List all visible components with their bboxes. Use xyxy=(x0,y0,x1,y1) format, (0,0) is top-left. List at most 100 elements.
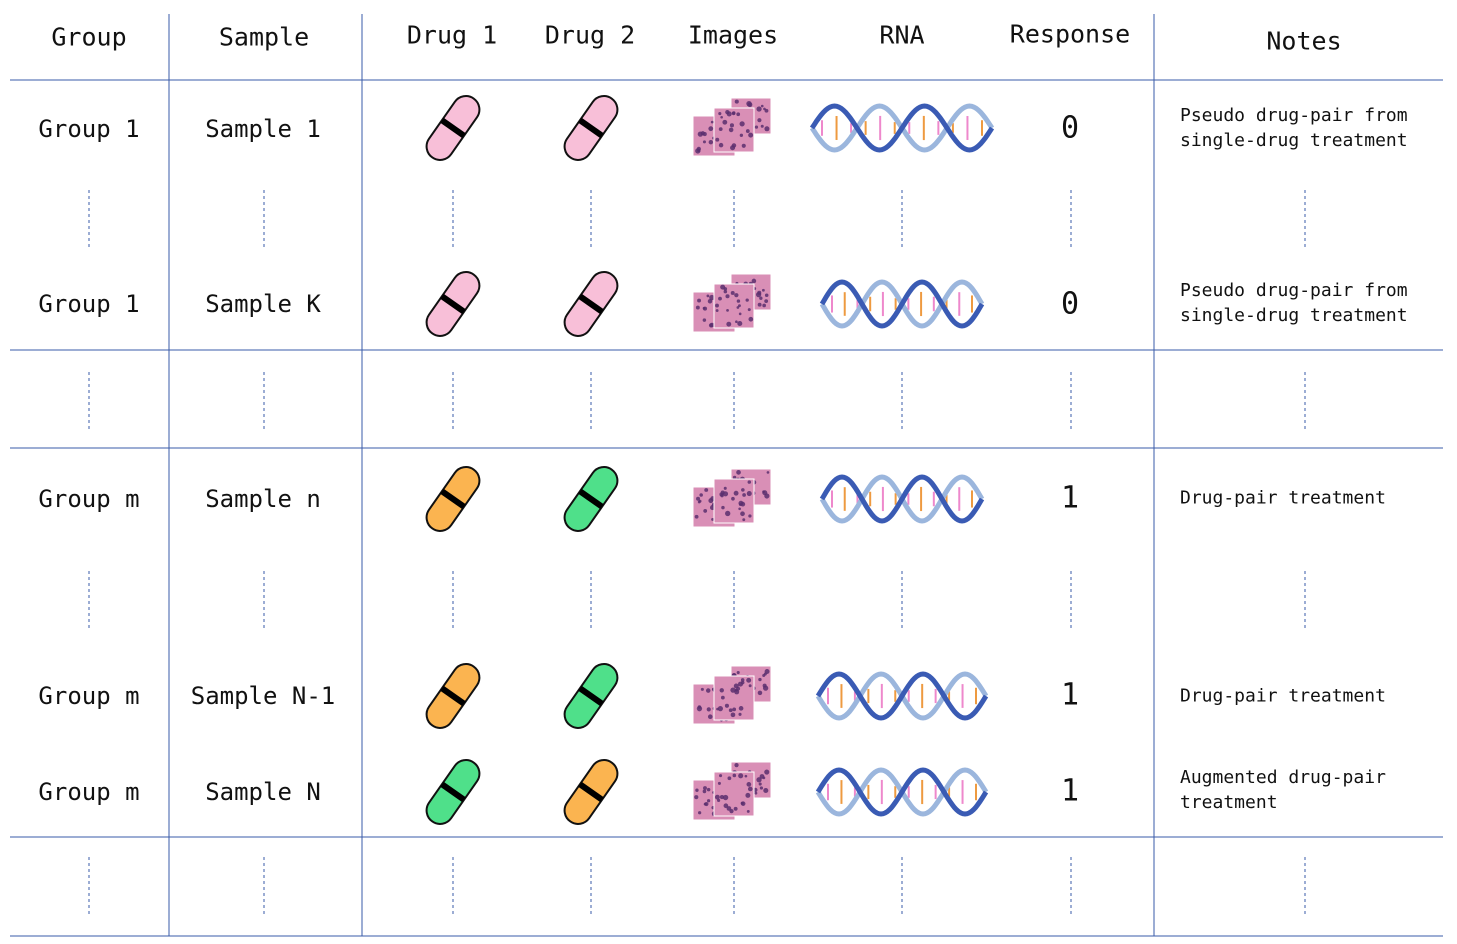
row-3-tissue-image-icon-tile-c-nucleus xyxy=(738,507,741,511)
row-5-tissue-image-icon-tile-b-nucleus xyxy=(734,763,739,768)
row-1-rna-helix-icon-strand-dark xyxy=(809,103,995,153)
row-5-tissue-image-icon-tile-c-nucleus xyxy=(738,773,744,779)
row-2-drug-2-pill-icon-band xyxy=(578,293,604,315)
row-2-tissue-image-icon-tile-a-nucleus xyxy=(709,294,715,301)
row-5-tissue-image-icon-tile-b-nucleus xyxy=(756,777,762,783)
row-3-tissue-image-icon-tile-a-nucleus xyxy=(711,517,715,521)
row-3-sample: Sample n xyxy=(205,485,321,513)
header-rna: RNA xyxy=(879,20,925,50)
row-5-drug-2-pill-icon xyxy=(563,759,619,825)
row-5-drug-1-pill-icon-band xyxy=(440,781,466,803)
row-4-sample: Sample N-1 xyxy=(190,682,336,710)
row-2-tissue-image-icon-tile-c-nucleus xyxy=(718,296,722,301)
row-2-tissue-image-icon-tile-c-nucleus xyxy=(723,289,728,294)
row-2-tissue-image-icon-tile-c-nucleus xyxy=(726,309,729,312)
row-5-tissue-image-icon-tile-a-nucleus xyxy=(706,787,711,792)
row-3-tissue-image-icon-tile-b-nucleus xyxy=(766,471,770,474)
row-4-tissue-image-icon-tile-c-nucleus xyxy=(738,706,744,711)
row-4-tissue-image-icon-tile-c-nucleus xyxy=(719,688,724,693)
row-3-tissue-image-icon-tile-c-nucleus xyxy=(720,490,725,495)
row-1-tissue-image-icon-tile-c-nucleus xyxy=(728,127,734,133)
row-3-tissue-image-icon-tile-c-nucleus xyxy=(721,505,725,510)
row-4-drug-2-pill-icon xyxy=(563,663,619,729)
row-3-tissue-image-icon-tile-b-nucleus xyxy=(736,470,741,475)
row-2-note: Pseudo drug-pair from single-drug treatm… xyxy=(1180,280,1408,326)
row-4-tissue-image-icon-tile-c-nucleus xyxy=(730,687,736,693)
row-2-tissue-image-icon-tile-b-nucleus xyxy=(764,293,769,298)
row-2-tissue-image-icon-tile-b-nucleus xyxy=(762,303,766,308)
row-4-tissue-image-icon-tile-c-nucleus xyxy=(728,708,733,713)
row-3-tissue-image-icon-tile-c-nucleus xyxy=(748,514,752,518)
row-3-tissue-image-icon-tile-c-nucleus xyxy=(720,494,724,498)
row-3-drug-2-pill-icon xyxy=(563,466,619,532)
row-5-tissue-image-icon-tile-c-nucleus xyxy=(717,798,721,802)
row-1-tissue-image-icon-tile-b-nucleus xyxy=(757,118,762,123)
row-3-tissue-image-icon-tile-c-nucleus xyxy=(740,511,745,517)
row-2-tissue-image-icon-tile-b-nucleus xyxy=(764,299,769,303)
row-1-tissue-image-icon-tile-a-nucleus xyxy=(700,131,705,136)
row-1-tissue-image-icon-tile-c-nucleus xyxy=(739,133,744,137)
row-2-tissue-image-icon-tile-b-nucleus xyxy=(761,288,765,292)
header-response: Response xyxy=(1009,19,1131,49)
row-1-tissue-image-icon-tile-c-nucleus xyxy=(720,115,723,119)
row-1-tissue-image-icon-tile-b-nucleus xyxy=(760,124,764,128)
row-3-tissue-image-icon-tile-c-nucleus xyxy=(738,503,742,506)
row-5-tissue-image-icon-tile-a-nucleus xyxy=(694,795,699,800)
row-5-tissue-image-icon-tile-c-nucleus xyxy=(745,792,751,798)
row-4-tissue-image-icon-tile-c-nucleus xyxy=(740,678,745,682)
row-2-response: 0 xyxy=(1060,286,1080,322)
header-drug-1: Drug 1 xyxy=(406,20,498,50)
row-5-tissue-image-icon-tile-b-nucleus xyxy=(754,791,758,795)
row-2-tissue-image-icon-tile-c-bg xyxy=(713,283,755,329)
row-5-tissue-image-icon-tile-c-nucleus xyxy=(744,774,748,778)
row-1-tissue-image-icon-tile-c-nucleus xyxy=(718,127,723,132)
row-2-group: Group 1 xyxy=(38,290,140,318)
row-2-tissue-image-icon-tile-c-nucleus xyxy=(745,298,749,302)
row-4-tissue-image-icon-tile-b-nucleus xyxy=(736,670,740,675)
row-1-tissue-image-icon-tile-c-nucleus xyxy=(736,112,741,117)
row-2-tissue-image-icon-tile-c xyxy=(713,283,755,329)
header-sample: Sample xyxy=(218,22,310,52)
row-5-tissue-image-icon-tile-c-nucleus xyxy=(722,794,729,801)
row-1-drug-2-pill-icon xyxy=(563,95,619,161)
row-3-tissue-image-icon-tile-a-nucleus xyxy=(696,496,701,501)
row-1-tissue-image-icon-tile-c-nucleus xyxy=(731,111,736,116)
row-3-tissue-image-icon xyxy=(692,468,772,528)
row-1-rna-helix-icon xyxy=(809,103,995,153)
row-4-tissue-image-icon-tile-c-nucleus xyxy=(730,712,736,718)
row-4-tissue-image-icon-tile-c-nucleus xyxy=(748,684,752,688)
row-2-tissue-image-icon-tile-a-nucleus xyxy=(702,318,707,322)
row-2-tissue-image-icon-tile-a-nucleus xyxy=(707,299,713,304)
header-notes: Notes xyxy=(1266,26,1342,56)
row-2-tissue-image-icon-tile-c-nucleus xyxy=(738,312,742,316)
row-2-drug-1-pill-icon xyxy=(425,271,481,337)
row-1-tissue-image-icon-tile-c-nucleus xyxy=(718,142,724,148)
row-2-tissue-image-icon-tile-c-nucleus xyxy=(730,290,735,295)
row-1-tissue-image-icon-tile-b-nucleus xyxy=(760,104,764,108)
row-2-tissue-image-icon-tile-c-nucleus xyxy=(734,293,739,298)
row-3-response: 1 xyxy=(1060,480,1080,516)
row-1-tissue-image-icon-tile-c-nucleus xyxy=(730,145,736,151)
row-4-tissue-image-icon-tile-c-nucleus xyxy=(746,677,752,683)
row-1-tissue-image-icon-tile-b-nucleus xyxy=(764,108,769,113)
row-5-tissue-image-icon-tile-a-nucleus xyxy=(702,789,707,794)
row-5-tissue-image-icon-tile-a-nucleus xyxy=(698,811,702,815)
row-5-tissue-image-icon-tile-c-nucleus xyxy=(714,794,720,800)
row-1-tissue-image-icon-tile-b-nucleus xyxy=(747,102,753,108)
row-2-tissue-image-icon-tile-c-nucleus xyxy=(735,320,738,324)
row-4-tissue-image-icon-tile-c xyxy=(713,675,755,721)
row-1-tissue-image-icon-tile-c-nucleus xyxy=(729,123,735,128)
row-2-tissue-image-icon-tile-c-nucleus xyxy=(720,284,726,290)
row-2-tissue-image-icon-tile-a-nucleus xyxy=(708,323,714,328)
row-2-tissue-image-icon xyxy=(692,273,772,333)
row-1-tissue-image-icon-tile-a-nucleus xyxy=(710,120,714,124)
row-5-note: Augmented drug-pair treatment xyxy=(1180,767,1386,813)
row-3-tissue-image-icon-tile-c-nucleus xyxy=(723,486,727,490)
row-1-tissue-image-icon-tile-c-nucleus xyxy=(718,112,722,116)
row-5-group: Group m xyxy=(38,778,140,806)
row-3-drug-1-pill-icon-band xyxy=(440,488,466,510)
row-5-tissue-image-icon-tile-c-nucleus xyxy=(732,773,737,778)
row-4-note: Drug-pair treatment xyxy=(1180,685,1386,707)
row-3-rna-helix-icon-strand-dark xyxy=(819,474,985,524)
